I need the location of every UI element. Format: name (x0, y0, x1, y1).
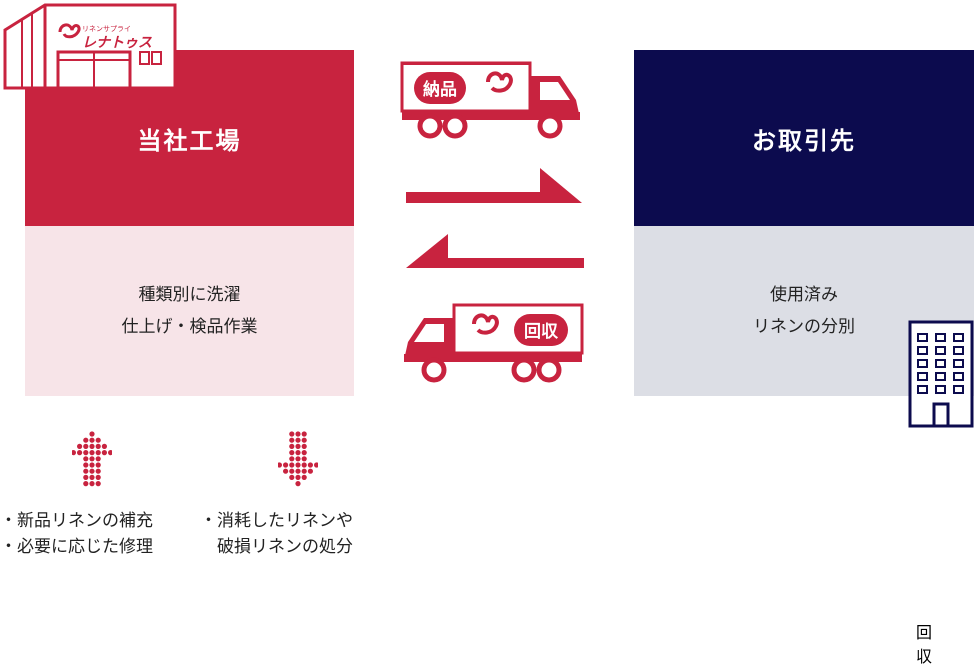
arrow-dot (307, 468, 313, 474)
arrow-dot (95, 468, 101, 474)
warehouse-icon: リネンサプライ レナトゥス (0, 0, 180, 92)
arrow-dot (77, 450, 83, 456)
office-building-icon (908, 320, 974, 428)
arrow-dot (89, 450, 95, 456)
arrow-dot (295, 456, 301, 462)
factory-description: 種類別に洗濯 仕上げ・検品作業 (25, 226, 354, 396)
arrow-dot (83, 474, 89, 480)
arrow-dot (301, 468, 307, 474)
factory-note-line1: ・新品リネンの補充 (0, 511, 153, 531)
arrow-dot (295, 450, 301, 456)
arrow-dot (95, 443, 101, 449)
arrow-dot (95, 456, 101, 462)
arrow-dot (295, 474, 301, 480)
arrow-dot (289, 450, 295, 456)
arrow-dot (289, 474, 295, 480)
arrow-dot (95, 474, 101, 480)
arrow-dot (83, 450, 89, 456)
arrow-dot (314, 462, 318, 468)
arrow-dot (301, 443, 307, 449)
arrow-dot (89, 456, 95, 462)
pickup-label: 回収 (916, 623, 933, 666)
arrow-dot (89, 481, 95, 487)
pickup-label-text: 回収 (524, 322, 558, 342)
arrow-dot (83, 462, 89, 468)
arrow-dot (83, 456, 89, 462)
arrow-dot (295, 462, 301, 468)
arrow-dot (72, 450, 76, 456)
arrow-dot (301, 474, 307, 480)
arrow-dot (289, 468, 295, 474)
delivery-truck: 納品 (400, 60, 582, 140)
arrow-dot (295, 468, 301, 474)
factory-note-line2: ・必要に応じた修理 (0, 537, 153, 557)
client-note-line2: 破損リネンの処分 (200, 537, 353, 557)
arrow-dot (295, 437, 301, 443)
arrow-dot (95, 450, 101, 456)
factory-box: 当社工場 種類別に洗濯 仕上げ・検品作業 (25, 50, 354, 396)
factory-notes: ・新品リネンの補充 ・必要に応じた修理 (0, 508, 153, 560)
brand-name: レナトゥス (82, 35, 152, 51)
delivery-label: 納品 (423, 80, 457, 100)
arrow-dot (289, 437, 295, 443)
pickup-truck: 回収 (402, 302, 932, 666)
arrow-dot (295, 431, 301, 437)
arrow-dot (83, 437, 89, 443)
arrow-dot (83, 468, 89, 474)
arrow-dot (101, 450, 107, 456)
client-description-line2: リネンの分別 (753, 317, 855, 337)
arrow-dot (301, 462, 307, 468)
client-notes: ・消耗したリネンや 破損リネンの処分 (200, 508, 353, 560)
arrow-dot (289, 456, 295, 462)
arrow-dot (77, 443, 83, 449)
factory-description-line1: 種類別に洗濯 (138, 285, 241, 305)
client-note-line1: ・消耗したリネンや (200, 511, 353, 531)
arrow-dot (95, 437, 101, 443)
arrow-dot (89, 431, 95, 437)
arrow-to-factory (404, 232, 584, 272)
arrow-dot (283, 468, 289, 474)
arrow-dot (95, 481, 101, 487)
arrow-dot (83, 481, 89, 487)
client-description-line1: 使用済み (770, 285, 838, 305)
arrow-dot (89, 468, 95, 474)
arrow-dot (289, 462, 295, 468)
arrow-to-client (406, 166, 584, 206)
arrow-dot (295, 481, 301, 487)
dotted-down-arrow-icon (278, 430, 318, 490)
arrow-dot (89, 443, 95, 449)
arrow-dot (289, 443, 295, 449)
arrow-dot (83, 443, 89, 449)
arrow-dot (101, 443, 107, 449)
arrow-dot (301, 431, 307, 437)
arrow-dot (89, 437, 95, 443)
arrow-dot (89, 462, 95, 468)
arrow-dot (95, 462, 101, 468)
arrow-dot (301, 456, 307, 462)
client-title: お取引先 (634, 50, 974, 226)
arrow-dot (283, 462, 289, 468)
arrow-dot (278, 462, 282, 468)
arrow-dot (108, 450, 112, 456)
brand-kana: リネンサプライ (82, 25, 131, 33)
factory-description-line2: 仕上げ・検品作業 (121, 317, 258, 337)
arrow-dot (295, 443, 301, 449)
dotted-up-arrow-icon (72, 430, 112, 490)
arrow-dot (289, 431, 295, 437)
arrow-dot (89, 474, 95, 480)
arrow-dot (307, 462, 313, 468)
arrow-dot (301, 437, 307, 443)
arrow-dot (301, 450, 307, 456)
